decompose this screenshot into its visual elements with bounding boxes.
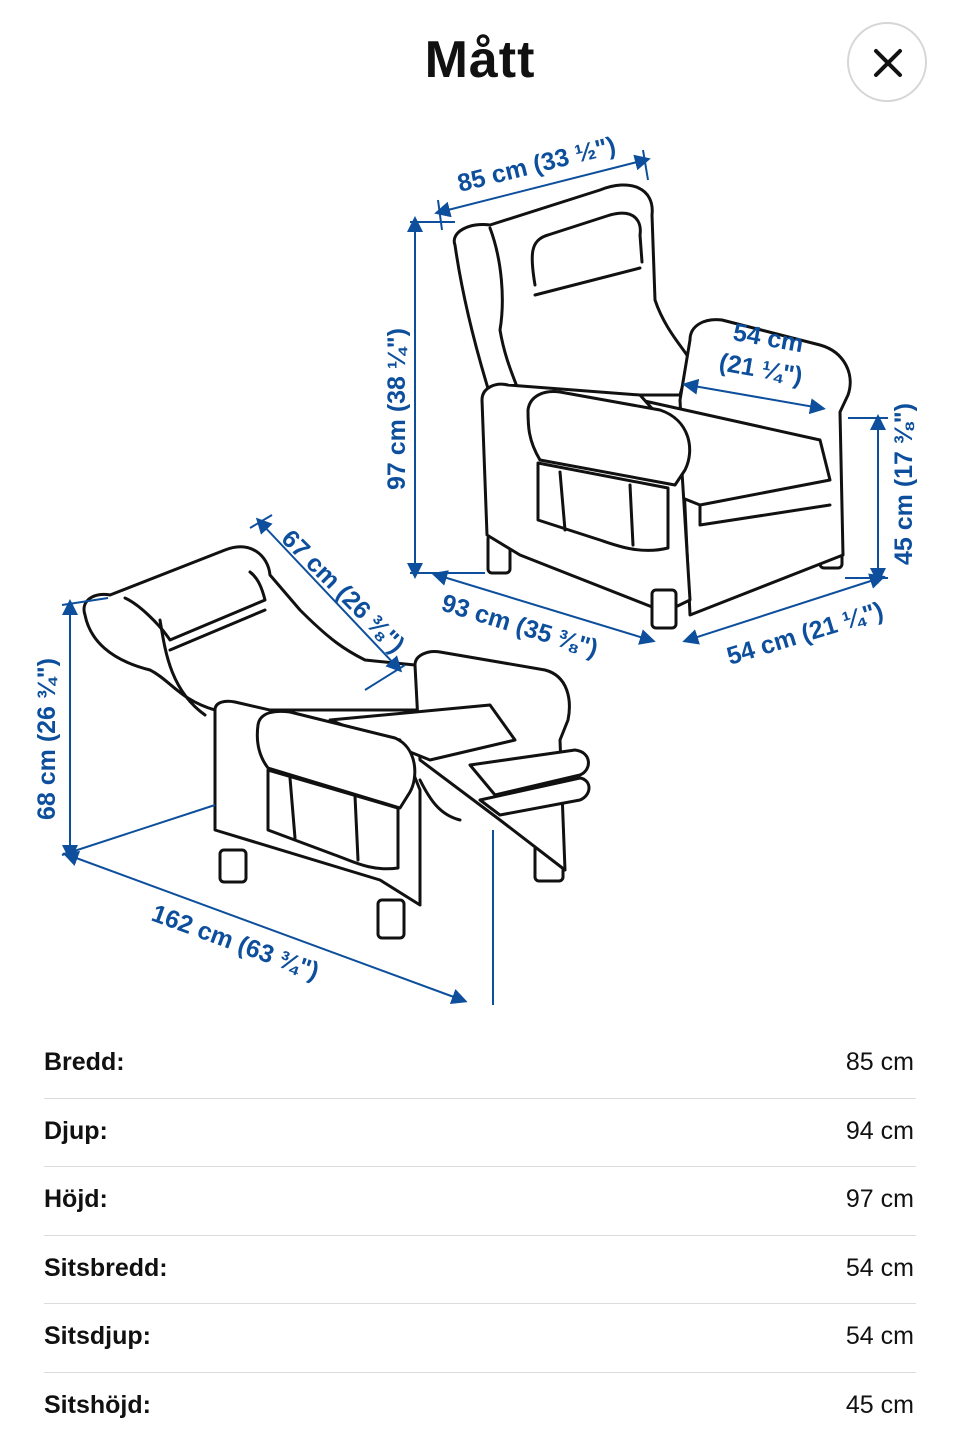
dimension-height-label: 97 cm (38 ¼") (383, 328, 411, 490)
spec-row-seat-depth: Sitsdjup: 54 cm (44, 1304, 916, 1373)
spec-value: 85 cm (845, 1048, 914, 1076)
close-icon (874, 49, 902, 77)
spec-row-seat-height: Sitshöjd: 45 cm (44, 1373, 916, 1442)
spec-label: Djup: (44, 1116, 108, 1145)
spec-value: 97 cm (845, 1185, 914, 1213)
spec-row-width: Bredd: 85 cm (44, 1030, 916, 1099)
spec-value: 45 cm (845, 1390, 914, 1419)
spec-row-seat-width: Sitsbredd: 54 cm (44, 1236, 916, 1304)
dialog-header: Mått (0, 0, 960, 120)
close-button[interactable] (847, 22, 927, 102)
reclined-chair-drawing (82, 545, 591, 940)
dimension-seat-height-label: 45 cm (17 ⅜") (890, 403, 918, 565)
spec-label: Sitshöjd: (44, 1390, 151, 1419)
spec-value: 94 cm (845, 1116, 914, 1145)
spec-label: Höjd: (44, 1185, 108, 1213)
dimension-diagram: 85 cm (33 ½") 97 cm (38 ¼") 54 cm (21 ¼"… (33, 131, 918, 1005)
spec-value: 54 cm (845, 1253, 914, 1282)
page-title: Mått (424, 31, 536, 89)
dimension-seat-depth-label: 54 cm (21 ¼") (724, 597, 887, 671)
spec-label: Sitsbredd: (44, 1253, 168, 1282)
spec-label: Sitsdjup: (44, 1322, 151, 1350)
spec-row-depth: Djup: 94 cm (44, 1099, 916, 1167)
dimensions-table: Bredd: 85 cm Djup: 94 cm Höjd: 97 cm Sit… (44, 1030, 916, 1441)
spec-row-height: Höjd: 97 cm (44, 1167, 916, 1236)
upright-chair-drawing (452, 183, 852, 630)
spec-value: 54 cm (845, 1322, 914, 1350)
dimension-reclined-height-label: 68 cm (26 ¾") (33, 658, 61, 820)
dimension-length-label: 162 cm (63 ¾") (148, 899, 323, 985)
spec-label: Bredd: (44, 1048, 125, 1076)
